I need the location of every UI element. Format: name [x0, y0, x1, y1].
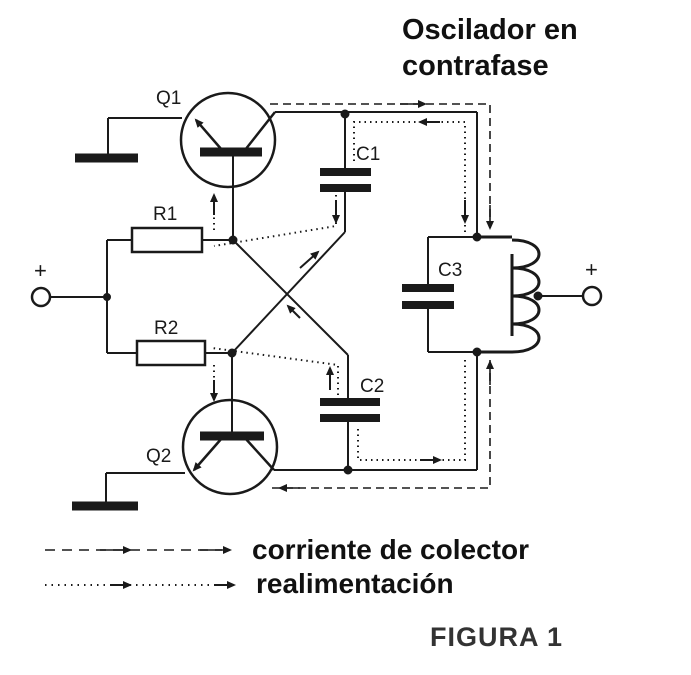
legend-label-dotted: realimentación — [256, 568, 454, 599]
label-plus-right: + — [585, 257, 598, 282]
capacitor-c2 — [320, 398, 380, 422]
figure-label: FIGURA 1 — [430, 622, 564, 652]
terminal-left — [30, 286, 52, 308]
transistor-q2 — [181, 353, 279, 496]
feedback-path — [210, 118, 469, 464]
transistor-q1 — [179, 91, 277, 240]
collector-current-path — [268, 100, 494, 492]
legend-label-dashed: corriente de colector — [252, 534, 529, 565]
label-c1: C1 — [356, 144, 380, 165]
label-q1: Q1 — [156, 88, 181, 109]
resistor-r2 — [135, 339, 207, 367]
label-c2: C2 — [360, 376, 384, 397]
title-line-1: Oscilador en — [402, 14, 578, 46]
label-plus-left: + — [34, 258, 47, 283]
label-c3: C3 — [438, 260, 462, 281]
label-r1: R1 — [153, 204, 177, 225]
label-q2: Q2 — [146, 446, 171, 467]
terminal-right — [581, 285, 603, 307]
resistor-r1 — [130, 226, 204, 254]
inductor-coil — [477, 235, 541, 354]
label-r2: R2 — [154, 318, 178, 339]
title-line-2: contrafase — [402, 50, 549, 82]
capacitor-c3 — [402, 284, 454, 309]
diagram-title: Oscilador en contrafase — [402, 12, 682, 84]
capacitor-c1 — [320, 168, 371, 192]
